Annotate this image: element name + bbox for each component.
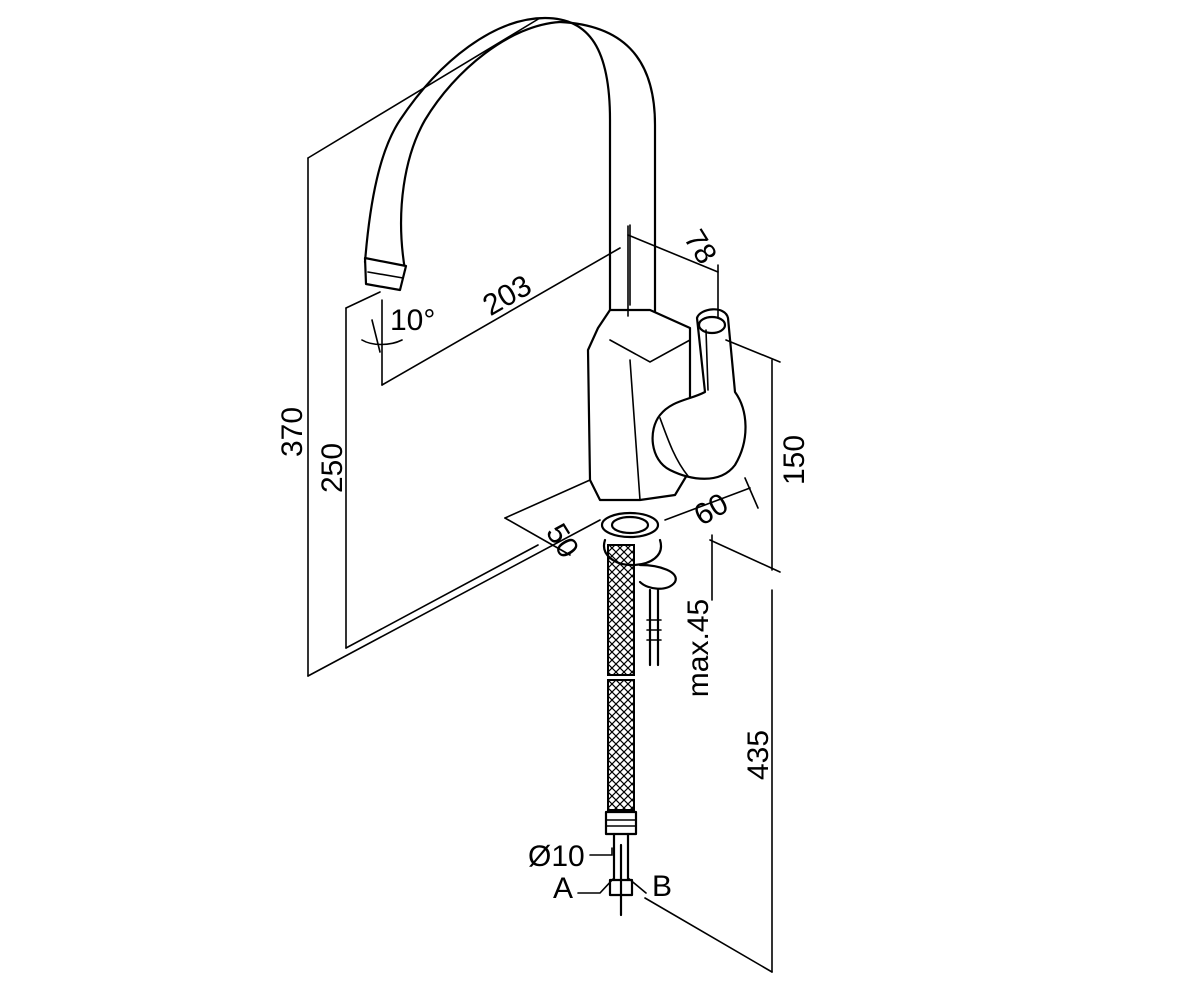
- faucet-body: [363, 16, 747, 667]
- mounting-ring: [600, 511, 660, 539]
- spout-tip: [363, 256, 408, 292]
- lever-handle: [651, 308, 747, 480]
- dim-hose-length: 435: [742, 730, 775, 780]
- dimension-labels: 370 250 203 10° 78 150 60 50 max.45 435 …: [276, 224, 811, 905]
- dim-max-deck: max.45: [682, 599, 715, 697]
- connection-a-label: A: [553, 872, 573, 905]
- hose-fitting: [604, 810, 638, 836]
- spout-outer: [363, 16, 612, 324]
- connection-b-label: B: [652, 870, 672, 903]
- supply-hoses: [604, 544, 638, 917]
- dim-hose-diameter: Ø10: [528, 840, 585, 873]
- dim-head-depth: 78: [677, 224, 723, 270]
- dim-base-width: 60: [689, 487, 734, 532]
- threaded-rod: [648, 588, 660, 667]
- dim-swivel-angle: 10°: [390, 304, 435, 337]
- dim-body-height: 150: [778, 435, 811, 485]
- mounting-clamp: [638, 563, 677, 590]
- hose-lower: [607, 679, 635, 811]
- dimension-lines: [307, 17, 781, 973]
- dim-total-height: 370: [276, 407, 309, 457]
- dim-spout-height: 250: [316, 443, 349, 493]
- dim-base-depth: 50: [539, 518, 585, 564]
- hose-ends: [612, 832, 630, 917]
- hose-upper: [607, 544, 635, 676]
- dim-spout-reach: 203: [477, 269, 537, 323]
